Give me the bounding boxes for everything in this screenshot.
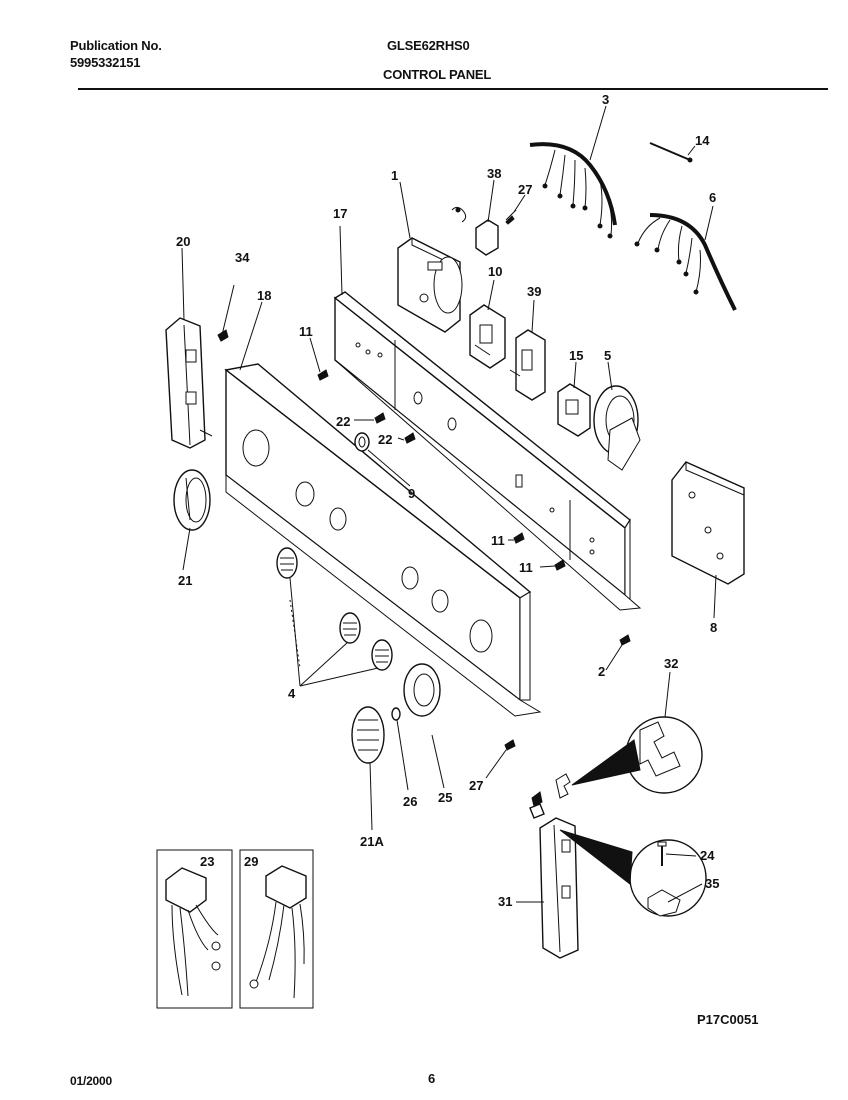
callout-11-low: 11 (519, 560, 533, 575)
switch-10 (469, 304, 506, 369)
callout-2: 2 (598, 664, 605, 679)
switch-15 (557, 383, 591, 437)
callout-26: 26 (403, 794, 417, 809)
screw-11-mid (513, 532, 525, 544)
callout-11-mid: 11 (491, 533, 505, 548)
callout-39: 39 (527, 284, 541, 299)
grommet-9 (354, 432, 370, 452)
model-number: GLSE62RHS0 (387, 38, 470, 53)
callout-21: 21 (178, 573, 192, 588)
callout-6: 6 (709, 190, 716, 205)
knob-4-a (276, 547, 298, 579)
callout-32: 32 (664, 656, 678, 671)
callout-8: 8 (710, 620, 717, 635)
callout-1: 1 (391, 168, 398, 183)
end-bracket-31 (539, 817, 579, 959)
module-8 (671, 461, 745, 585)
publication-number: 5995332151 (70, 55, 141, 70)
callout-14: 14 (695, 133, 710, 148)
callout-34: 34 (235, 250, 250, 265)
inset-harness-29 (239, 849, 314, 1009)
callout-10: 10 (488, 264, 502, 279)
callout-27-top: 27 (518, 182, 532, 197)
screw-22-a (374, 412, 386, 424)
wire-harness-3 (529, 142, 617, 239)
control-panel-front (224, 363, 542, 717)
washer-26 (391, 707, 401, 721)
knob-21a (351, 706, 385, 764)
figure-code: P17C0051 (697, 1012, 758, 1027)
callout-35: 35 (705, 876, 719, 891)
end-bracket-20 (165, 317, 213, 449)
inset-harness-23 (156, 849, 233, 1009)
switch-39 (509, 329, 546, 401)
callout-11-left: 11 (299, 324, 313, 339)
screw-34 (217, 284, 235, 342)
switch-38 (451, 206, 499, 256)
callout-24: 24 (700, 848, 715, 863)
callout-18: 18 (257, 288, 271, 303)
footer-date: 01/2000 (70, 1074, 112, 1088)
callout-20: 20 (176, 234, 190, 249)
knob-21 (173, 469, 211, 531)
clip-small (529, 773, 571, 819)
callout-23: 23 (200, 854, 214, 869)
callout-3: 3 (602, 92, 609, 107)
callout-29: 29 (244, 854, 258, 869)
timer (397, 237, 463, 333)
knob-4-c (371, 639, 393, 671)
callout-22-b: 22 (378, 432, 392, 447)
wire-harness-6 (634, 213, 737, 311)
callout-15: 15 (569, 348, 583, 363)
footer-page-number: 6 (428, 1071, 436, 1086)
control-panel-rear-bracket (333, 291, 642, 611)
screw-11-left (317, 369, 329, 381)
publication-label: Publication No. (70, 38, 162, 53)
callout-31: 31 (498, 894, 512, 909)
callout-21a: 21A (360, 834, 384, 849)
callout-4: 4 (288, 686, 296, 701)
screw-27-bottom (504, 739, 516, 751)
pressure-switch-5 (593, 385, 641, 471)
header-rule (78, 88, 828, 90)
callout-9: 9 (408, 486, 415, 501)
screw-22-b (404, 432, 416, 444)
dial-25 (403, 663, 441, 717)
callout-25: 25 (438, 790, 452, 805)
callout-17: 17 (333, 206, 347, 221)
callout-5: 5 (604, 348, 611, 363)
callout-27-bottom: 27 (469, 778, 483, 793)
knob-4-b (339, 612, 361, 644)
callout-22-a: 22 (336, 414, 350, 429)
callout-38: 38 (487, 166, 501, 181)
detail-32 (571, 716, 703, 794)
screw-2 (619, 634, 631, 646)
section-title: CONTROL PANEL (383, 67, 492, 82)
wire-tie-14 (649, 142, 693, 163)
detail-24-35 (559, 829, 707, 917)
screw-11-low (554, 559, 566, 571)
